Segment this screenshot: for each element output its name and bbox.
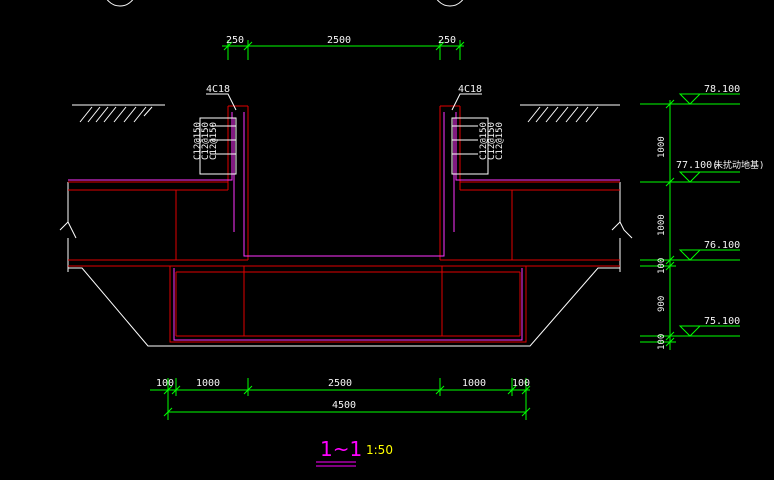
rebar-label-vertical-left-3: C12@150 [209,122,219,160]
elevation-2-note: 未扰动地基) [714,159,764,171]
grid-bubble-right [436,0,464,7]
concrete-outline [68,105,620,343]
elevation-2: 77.100( [676,160,718,171]
rebar-label-vertical-right-1: C12@150 [479,122,489,160]
top-dim-left: 250 [226,35,244,46]
side-dim-2: 1000 [657,214,667,236]
rebar-label-vertical-left-2: C12@150 [201,122,211,160]
side-dim-4: 900 [657,296,667,312]
bottom-dim-d: 1000 [462,378,486,389]
elevation-1: 78.100 [704,84,740,95]
bottom-dim-total: 4500 [332,400,356,411]
top-dim-center: 2500 [327,35,351,46]
rebar-label-vertical-left-1: C12@150 [193,122,203,160]
section-scale: 1:50 [366,443,393,457]
bottom-dim-a: 100 [156,378,174,389]
ground-hatch-right [520,104,620,123]
rebar-label-vertical-right-2: C12@150 [487,122,497,160]
side-dim-5: 100 [657,334,667,350]
elevation-4: 75.100 [704,316,740,327]
section-label: 1~1 [320,437,362,461]
bottom-dim-c: 2500 [328,378,352,389]
reinforcement [68,112,620,341]
ground-hatch-left [72,104,165,123]
elevation-3: 76.100 [704,240,740,251]
side-dimension-lines [640,93,740,350]
top-dimension-lines [222,40,465,60]
side-dim-3: 100 [657,258,667,274]
top-dim-right: 250 [438,35,456,46]
structure-outline [59,182,633,347]
side-dim-1: 1000 [657,136,667,158]
section-title-underline [316,461,356,467]
bottom-dim-e: 100 [512,378,530,389]
bottom-dim-b: 1000 [196,378,220,389]
rebar-label-vertical-right-3: C12@150 [495,122,505,160]
rebar-label-top-left: 4C18 [206,84,230,95]
bottom-dimension-lines [150,378,531,420]
rebar-leaders [199,93,489,175]
rebar-label-top-right: 4C18 [458,84,482,95]
grid-bubble-left [106,0,134,7]
